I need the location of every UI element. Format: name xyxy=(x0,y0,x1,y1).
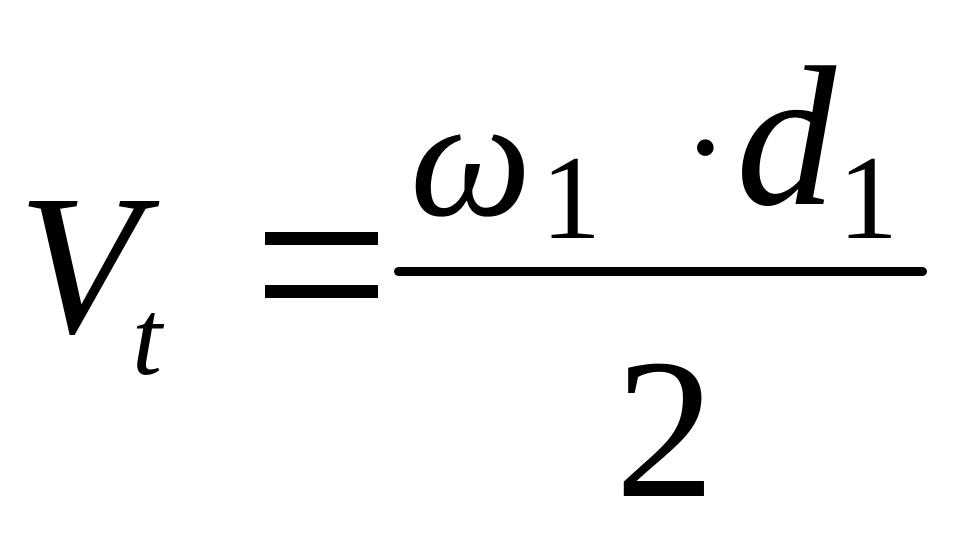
angular-velocity-symbol: ω xyxy=(410,63,532,253)
denominator: 2 xyxy=(615,319,715,540)
diameter-symbol: d xyxy=(736,27,836,248)
angular-velocity-subscript: 1 xyxy=(541,131,601,264)
velocity-subscript: t xyxy=(132,279,163,398)
diameter-subscript: 1 xyxy=(838,131,898,264)
multiplication-dot: · xyxy=(682,70,729,225)
fraction-bar xyxy=(394,267,927,276)
equals-sign-top-bar xyxy=(265,232,378,245)
equals-sign-bottom-bar xyxy=(265,285,378,298)
equation: V t ω 1 · d 1 2 xyxy=(18,27,927,530)
velocity-variable: V xyxy=(18,155,141,376)
